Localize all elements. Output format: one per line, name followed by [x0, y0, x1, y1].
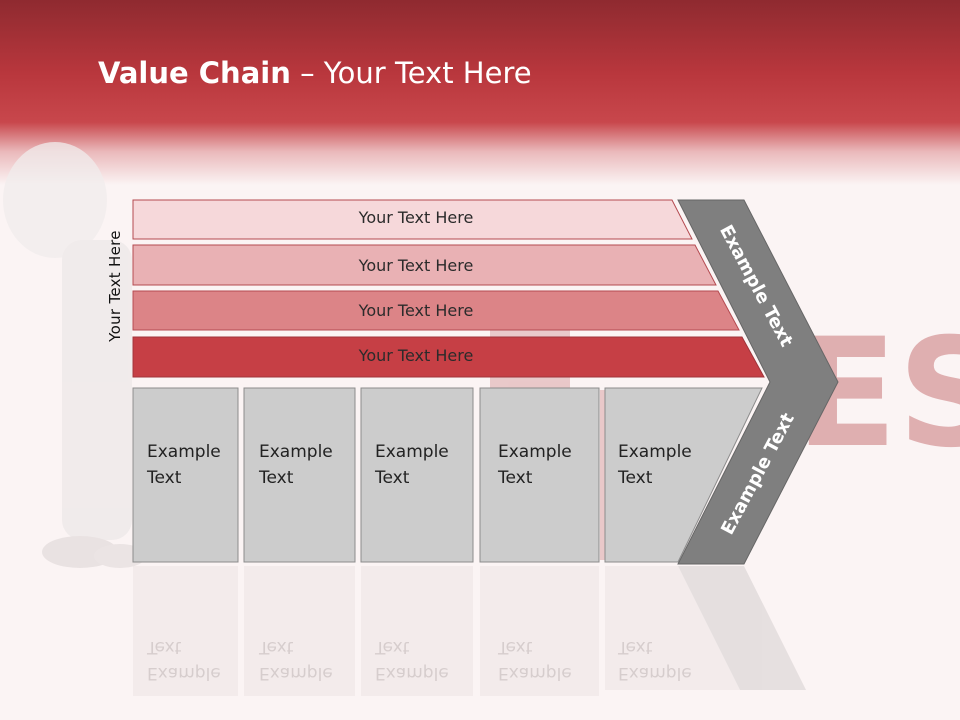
bar-1-label: Your Text Here	[358, 208, 474, 227]
box-1-line1: Example	[147, 442, 221, 462]
box-1	[132, 387, 239, 563]
box-2-label: Example Text	[259, 439, 355, 491]
box-2-line1: Example	[259, 442, 333, 462]
diagram-reflection	[133, 566, 806, 696]
box-2-line2: Text	[259, 468, 294, 488]
header-band	[0, 0, 960, 185]
box-4-line1: Example	[498, 442, 572, 462]
box-2	[243, 387, 356, 563]
bar-2-label: Your Text Here	[358, 256, 474, 275]
bar-2	[132, 244, 717, 286]
bar-3	[132, 290, 740, 331]
title-rest: – Your Text Here	[290, 56, 532, 90]
box-5-line2: Text	[618, 468, 653, 488]
box-3-label: Example Text	[375, 439, 471, 491]
bar-4-label: Your Text Here	[358, 346, 474, 365]
figure-silhouette	[3, 142, 146, 568]
box-5	[604, 387, 763, 563]
box-3-line2: Text	[375, 468, 410, 488]
box-5-label: Example Text	[618, 439, 714, 491]
box-3-line1: Example	[375, 442, 449, 462]
box-4-line2: Text	[498, 468, 533, 488]
box-4	[479, 387, 600, 563]
box-1-label: Example Text	[147, 439, 243, 491]
box-4-label: Example Text	[498, 439, 594, 491]
chevron-arrow	[677, 199, 839, 565]
box-5-line1: Example	[618, 442, 692, 462]
slide-title: Value Chain – Your Text Here	[98, 56, 532, 90]
box-1-line2: Text	[147, 468, 182, 488]
box-3	[360, 387, 474, 563]
bar-3-label: Your Text Here	[358, 301, 474, 320]
bar-4	[132, 336, 765, 378]
title-bold: Value Chain	[98, 56, 291, 90]
bar-1	[132, 199, 693, 240]
